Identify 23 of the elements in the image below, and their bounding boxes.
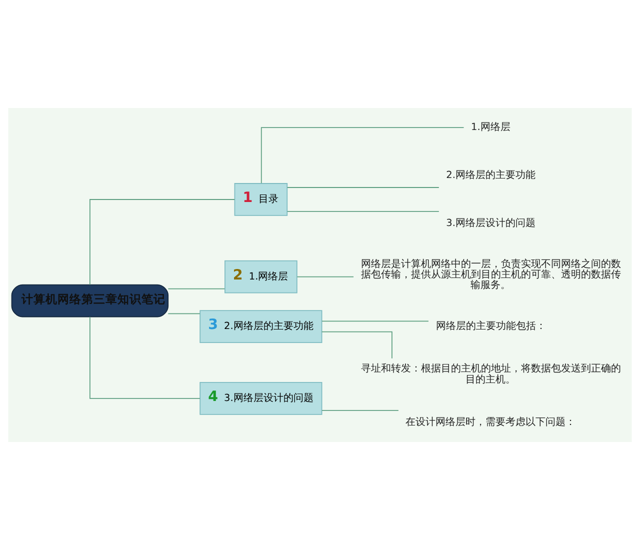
connector <box>322 410 399 411</box>
node-text: 寻址和转发：根据目的主机的地址，将数据包发送到正确的目的主机。 <box>360 364 621 386</box>
connector <box>322 320 429 322</box>
connector <box>89 316 200 399</box>
connector <box>321 331 392 359</box>
node-text: 在设计网络层时，需要考虑以下问题： <box>406 416 576 428</box>
node-text: 网络层是计算机网络中的一层，负责实现不同网络之间的数据包传输，提供从源主机到目的主机的可靠、透明的数据传输服务。 <box>360 258 621 292</box>
connector <box>260 127 464 184</box>
connector <box>286 187 440 188</box>
connector <box>168 288 226 290</box>
node-box: 1 目录 <box>234 183 288 216</box>
node-text: 网络层的主要功能包括： <box>436 321 546 332</box>
node-box: 计算机网络第三章知识笔记 <box>11 284 169 318</box>
connector <box>168 313 200 314</box>
connector <box>286 211 440 212</box>
connector <box>89 199 236 286</box>
node-box: 2 1.网络层 <box>224 260 298 294</box>
node-text: 1.网络层 <box>471 122 510 134</box>
node-box: 4 3.网络层设计的问题 <box>200 382 322 415</box>
node-box: 3 2.网络层的主要功能 <box>200 310 322 343</box>
node-text: 2.网络层的主要功能 <box>446 170 536 181</box>
node-text: 3.网络层设计的问题 <box>446 218 536 229</box>
connector <box>296 276 354 278</box>
